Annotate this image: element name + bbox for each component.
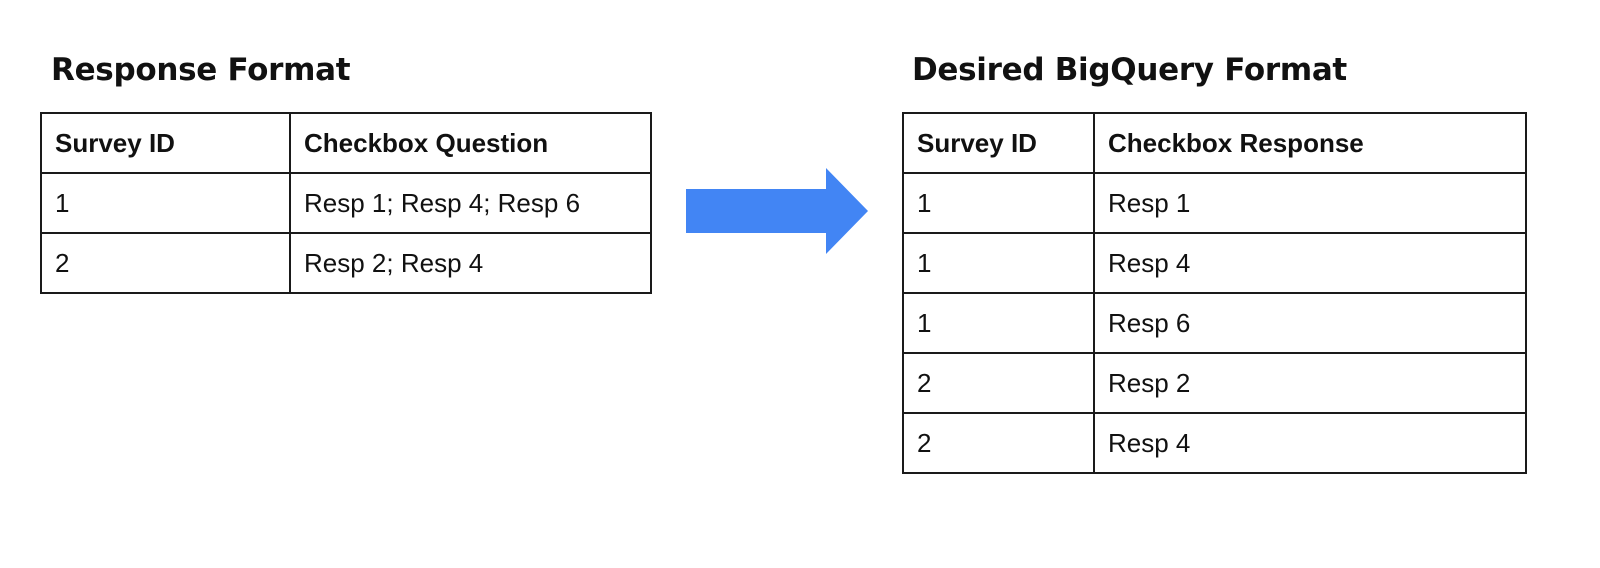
checkbox-response-cell: Resp 6 bbox=[1093, 292, 1527, 354]
table-header-row: Survey ID Checkbox Response bbox=[902, 112, 1527, 174]
response-format-table: Survey ID Checkbox Question 1 Resp 1; Re… bbox=[40, 112, 652, 294]
desired-bigquery-format-title: Desired BigQuery Format bbox=[912, 52, 1347, 88]
table-row: 2 Resp 2 bbox=[902, 352, 1527, 414]
right-arrow-icon bbox=[686, 168, 868, 254]
arrow-shape bbox=[686, 168, 868, 254]
table-row: 2 Resp 4 bbox=[902, 412, 1527, 474]
desired-bigquery-format-table: Survey ID Checkbox Response 1 Resp 1 1 R… bbox=[902, 112, 1527, 474]
survey-id-header: Survey ID bbox=[40, 112, 291, 174]
survey-id-cell: 1 bbox=[902, 232, 1095, 294]
survey-id-cell: 2 bbox=[40, 232, 291, 294]
table-row: 1 Resp 6 bbox=[902, 292, 1527, 354]
table-row: 1 Resp 1 bbox=[902, 172, 1527, 234]
table-row: 1 Resp 4 bbox=[902, 232, 1527, 294]
checkbox-response-cell: Resp 2 bbox=[1093, 352, 1527, 414]
response-format-title: Response Format bbox=[51, 52, 351, 88]
table-header-row: Survey ID Checkbox Question bbox=[40, 112, 652, 174]
checkbox-response-header: Checkbox Response bbox=[1093, 112, 1527, 174]
checkbox-question-header: Checkbox Question bbox=[289, 112, 652, 174]
checkbox-response-cell: Resp 4 bbox=[1093, 232, 1527, 294]
survey-id-cell: 2 bbox=[902, 412, 1095, 474]
table-row: 1 Resp 1; Resp 4; Resp 6 bbox=[40, 172, 652, 234]
survey-id-cell: 1 bbox=[40, 172, 291, 234]
checkbox-question-cell: Resp 2; Resp 4 bbox=[289, 232, 652, 294]
checkbox-response-cell: Resp 1 bbox=[1093, 172, 1527, 234]
survey-id-header: Survey ID bbox=[902, 112, 1095, 174]
checkbox-question-cell: Resp 1; Resp 4; Resp 6 bbox=[289, 172, 652, 234]
table-row: 2 Resp 2; Resp 4 bbox=[40, 232, 652, 294]
survey-id-cell: 1 bbox=[902, 172, 1095, 234]
survey-id-cell: 2 bbox=[902, 352, 1095, 414]
survey-id-cell: 1 bbox=[902, 292, 1095, 354]
checkbox-response-cell: Resp 4 bbox=[1093, 412, 1527, 474]
